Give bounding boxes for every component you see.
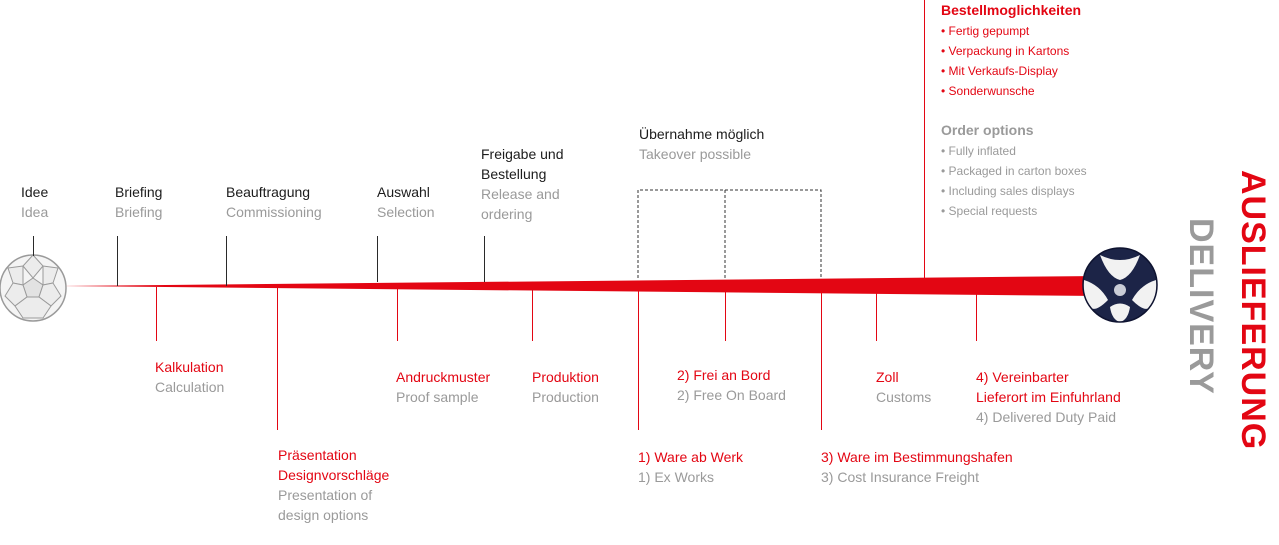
step-idea-en: Idea xyxy=(21,204,49,220)
tick-calculation xyxy=(156,287,158,341)
tick-fob xyxy=(725,287,727,341)
tick-presentation xyxy=(277,287,279,430)
step-exworks-en: 1) Ex Works xyxy=(638,469,714,485)
order-en-title: Order options xyxy=(941,122,1034,138)
step-presentation-de-1: Präsentation xyxy=(278,447,357,463)
delivery-de: AUSLIEFERUNG xyxy=(1234,170,1272,451)
step-selection-de: Auswahl xyxy=(377,184,430,200)
step-release-en-2: ordering xyxy=(481,206,533,222)
tick-selection xyxy=(377,236,379,282)
step-calculation-de: Kalkulation xyxy=(155,359,224,375)
step-briefing-en: Briefing xyxy=(115,204,163,220)
step-ddp-de-2: Lieferort im Einfuhrland xyxy=(976,389,1121,405)
order-en-item-2: • Packaged in carton boxes xyxy=(941,164,1087,178)
step-selection-en: Selection xyxy=(377,204,435,220)
step-commissioning-en: Commissioning xyxy=(226,204,322,220)
order-de-item-4: • Sonderwunsche xyxy=(941,84,1035,98)
takeover-en: Takeover possible xyxy=(639,146,752,162)
order-de-item-3: • Mit Verkaufs-Display xyxy=(941,64,1058,78)
takeover-de: Übernahme möglich xyxy=(639,126,765,142)
tick-exworks xyxy=(638,287,640,430)
order-en-item-1: • Fully inflated xyxy=(941,144,1016,158)
tick-commissioning xyxy=(226,236,228,286)
tick-customs xyxy=(876,287,878,341)
ball-outline-icon xyxy=(0,254,67,322)
step-idea-de: Idee xyxy=(21,184,49,200)
tick-production xyxy=(532,287,534,341)
takeover-bracket xyxy=(637,189,822,278)
step-customs-de: Zoll xyxy=(876,369,899,385)
step-customs-en: Customs xyxy=(876,389,932,405)
timeline-wedge xyxy=(60,276,1100,296)
step-presentation-en-1: Presentation of xyxy=(278,487,373,503)
tick-release xyxy=(484,236,486,282)
step-release-de-2: Bestellung xyxy=(481,166,547,182)
step-fob-en: 2) Free On Board xyxy=(677,387,786,403)
tick-proof xyxy=(397,287,399,341)
step-presentation-de-2: Designvorschläge xyxy=(278,467,390,483)
step-proof-de: Andruckmuster xyxy=(396,369,491,385)
step-ddp-de-1: 4) Vereinbarter xyxy=(976,369,1069,385)
step-briefing-de: Briefing xyxy=(115,184,163,200)
step-presentation-en-2: design options xyxy=(278,507,369,523)
step-proof-en: Proof sample xyxy=(396,389,479,405)
ball-delivered-icon xyxy=(1082,247,1158,323)
tick-cif xyxy=(821,287,823,430)
tick-ddp xyxy=(976,287,978,341)
order-en-item-4: • Special requests xyxy=(941,204,1038,218)
step-cif-en: 3) Cost Insurance Freight xyxy=(821,469,979,485)
tick-idea xyxy=(33,236,35,256)
step-calculation-en: Calculation xyxy=(155,379,225,395)
delivery-en: DELIVERY xyxy=(1182,218,1220,395)
step-commissioning-de: Beauftragung xyxy=(226,184,311,200)
step-production-en: Production xyxy=(532,389,599,405)
tick-briefing xyxy=(117,236,119,286)
step-cif-de: 3) Ware im Bestimmungshafen xyxy=(821,449,1013,465)
order-de-item-2: • Verpackung in Kartons xyxy=(941,44,1070,58)
step-fob-de: 2) Frei an Bord xyxy=(677,367,771,383)
step-exworks-de: 1) Ware ab Werk xyxy=(638,449,744,465)
step-ddp-en: 4) Delivered Duty Paid xyxy=(976,409,1117,425)
tick-order-options xyxy=(924,0,926,278)
step-release-de-1: Freigabe und xyxy=(481,146,564,162)
step-release-en-1: Release and xyxy=(481,186,560,202)
order-en-item-3: • Including sales displays xyxy=(941,184,1075,198)
step-production-de: Produktion xyxy=(532,369,599,385)
order-de-item-1: • Fertig gepumpt xyxy=(941,24,1030,38)
order-de-title: Bestellmoglichkeiten xyxy=(941,2,1082,18)
